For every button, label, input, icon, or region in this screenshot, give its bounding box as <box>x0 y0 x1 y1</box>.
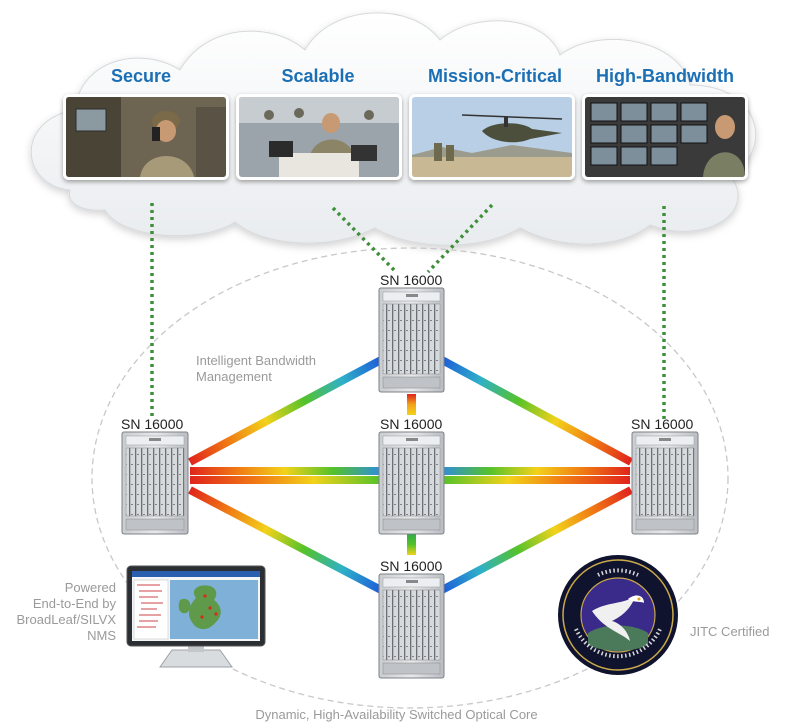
node-center-label: SN 16000 <box>380 416 443 432</box>
nms-line-2: End-to-End by <box>32 596 116 611</box>
node-left-label: SN 16000 <box>121 416 184 432</box>
link-scalable-top <box>331 206 398 274</box>
optical-links <box>188 356 633 594</box>
photo-secure <box>63 94 229 180</box>
node-bottom-label: SN 16000 <box>380 558 443 574</box>
nms-line-3: BroadLeaf/SILVX <box>16 612 117 627</box>
pillar-title-secure: Secure <box>110 66 172 86</box>
pillar-title-high-bandwidth: High-Bandwidth <box>596 66 734 86</box>
nms-line-4: NMS <box>87 628 116 643</box>
photo-mission-critical-scene <box>412 97 572 177</box>
node-right-chassis[interactable] <box>631 431 699 535</box>
pillar-title-mission-critical: Mission-Critical <box>427 66 563 86</box>
node-right-label: SN 16000 <box>631 416 694 432</box>
node-bottom-chassis[interactable] <box>378 573 445 679</box>
disa-seal <box>558 555 678 675</box>
monitor-icon <box>126 565 266 668</box>
photo-scalable-scene <box>239 97 399 177</box>
jitc-annotation: JITC Certified <box>690 624 770 639</box>
link-top-right <box>440 356 633 466</box>
node-left-chassis[interactable] <box>121 431 189 535</box>
bandwidth-annotation: Intelligent Bandwidth Management <box>196 353 346 385</box>
bandwidth-line-2: Management <box>196 369 272 384</box>
photo-secure-scene <box>66 97 226 177</box>
link-left-bottom <box>188 486 383 594</box>
node-center-chassis[interactable] <box>378 431 445 535</box>
link-top-center <box>407 394 416 415</box>
photo-high-bandwidth <box>582 94 748 180</box>
node-top-label: SN 16000 <box>380 272 443 288</box>
cloud-links <box>150 203 666 420</box>
link-mission-top <box>426 203 494 274</box>
pillar-title-scalable: Scalable <box>281 66 355 86</box>
node-top-chassis[interactable] <box>378 287 445 393</box>
nms-annotation: Powered End-to-End by BroadLeaf/SILVX NM… <box>10 580 117 644</box>
photo-high-bandwidth-scene <box>585 97 745 177</box>
photo-scalable <box>236 94 402 180</box>
nms-line-1: Powered <box>64 580 116 595</box>
photo-mission-critical <box>409 94 575 180</box>
core-ellipse <box>91 247 729 709</box>
link-left-top <box>188 356 383 466</box>
bandwidth-line-1: Intelligent Bandwidth <box>196 353 316 368</box>
link-center-bottom <box>407 534 416 555</box>
core-caption: Dynamic, High-Availability Switched Opti… <box>255 707 538 722</box>
link-bottom-right <box>440 486 633 594</box>
